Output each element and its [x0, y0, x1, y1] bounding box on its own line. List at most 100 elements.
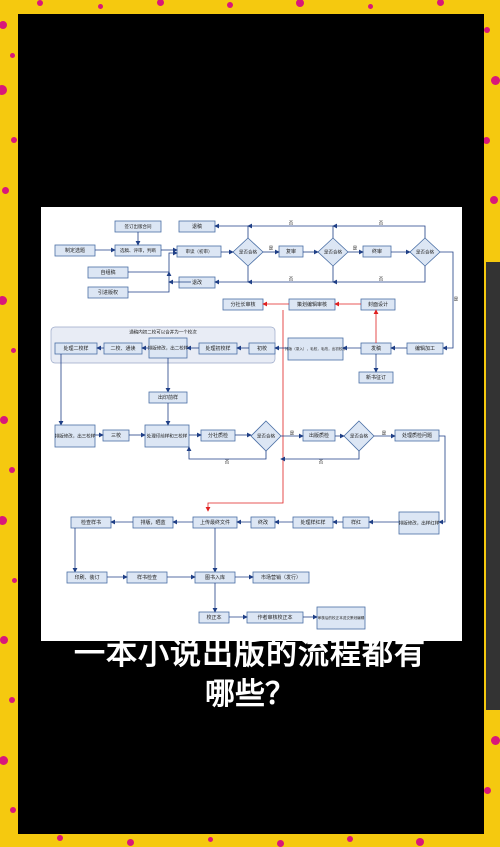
label-layout-fix: 排版修改，出样红样	[399, 520, 440, 527]
label-yes: 是	[353, 246, 358, 252]
decorative-dot	[416, 838, 424, 846]
decorative-dot	[9, 52, 15, 58]
label-restore: 排版修改，出二校样	[148, 345, 189, 352]
label-sign-check: 分社质检	[208, 432, 228, 439]
decorative-dot	[0, 755, 8, 765]
decorative-dot	[347, 836, 353, 842]
label-typeset: 排版（录入），毛校，毛改，出初校样	[285, 346, 346, 351]
box-make-topic	[54, 244, 96, 257]
decorative-dot	[0, 21, 7, 29]
decorative-dot	[484, 27, 490, 33]
label-handle-proof: 处理样红样	[300, 519, 325, 526]
decorative-dot	[296, 0, 304, 7]
label-two-proof: 二校、通读	[110, 345, 135, 352]
label-qualified-2: 是否合格	[324, 249, 342, 256]
label-quality-check: 出版质检	[309, 432, 329, 439]
label-marketing: 市场营销（发行）	[261, 574, 301, 581]
label-qualified-1: 是否合格	[239, 249, 257, 256]
label-layout: 发稿	[371, 345, 381, 352]
decorative-dot	[11, 137, 17, 143]
decorative-dot	[9, 467, 15, 473]
label-plan-review: 策划编辑审核	[297, 301, 327, 308]
box-introduced	[87, 286, 129, 299]
decorative-dot	[227, 2, 233, 8]
label-print-bind: 印刷、装订	[74, 574, 99, 581]
arrow	[247, 223, 334, 238]
label-proof-send: 出印前样	[158, 394, 178, 401]
decorative-dot	[490, 735, 500, 745]
label-upload: 上传最终文件	[200, 519, 230, 526]
label-reprint: 作者审核校正本	[257, 614, 292, 621]
decorative-dot	[10, 347, 16, 353]
label-first-proof: 处理初校样	[205, 345, 230, 352]
decorative-dot	[10, 807, 16, 813]
label-yes: 是	[454, 297, 459, 303]
arrow	[438, 435, 446, 525]
label-edit-process: 编辑加工	[415, 345, 435, 352]
label-cover-design: 封面设计	[368, 301, 388, 308]
label-return: 退稿	[192, 223, 202, 230]
arrow	[214, 223, 249, 238]
label-no: 否	[289, 277, 294, 283]
label-no: 否	[289, 221, 294, 227]
label-yes: 是	[382, 431, 387, 437]
label-self-made: 自组稿	[100, 269, 115, 276]
decorative-dot	[436, 0, 444, 6]
label-yes: 是	[290, 431, 295, 437]
decorative-dot	[483, 786, 491, 794]
label-sign-contract: 签订出版合同	[125, 223, 152, 230]
caption-line-2: 哪些？	[205, 677, 295, 712]
label-final-proof: 终改	[258, 519, 268, 526]
decorative-dot	[156, 0, 164, 6]
decorative-dot	[0, 636, 8, 644]
label-film: 排版，晒蓝	[140, 519, 165, 526]
label-pub-approval: 分社长审核	[230, 301, 255, 308]
box-layout-fix	[398, 511, 440, 535]
publishing-flowchart: .bx{fill:#dce6f4;stroke:#4a6fa5;stroke-w…	[50, 221, 459, 630]
decorative-dot	[490, 75, 500, 85]
box-edit-process	[406, 342, 444, 355]
decorative-dot	[57, 835, 63, 841]
arrow	[280, 451, 360, 462]
arrow	[128, 271, 172, 293]
arrow	[128, 250, 178, 273]
label-second-proof: 处理二校样	[63, 345, 88, 352]
arrow	[332, 223, 426, 238]
label-quality-issue: 处理质检问题	[402, 432, 432, 439]
arrow	[440, 251, 454, 351]
arrow	[214, 266, 249, 285]
decorative-dot	[482, 136, 490, 144]
arrow	[332, 266, 426, 285]
decorative-dot	[367, 3, 373, 9]
label-no: 否	[379, 221, 384, 227]
decorative-dot	[490, 196, 498, 204]
decorative-dot	[0, 416, 8, 424]
label-fix-third: 排版修改，出三校样	[55, 433, 96, 440]
label-third: 三校	[111, 432, 121, 439]
label-qualified-5: 是否合格	[350, 433, 368, 440]
label-no: 否	[319, 460, 324, 466]
label-printing-check: 检查样书	[81, 519, 101, 526]
label-new-book: 新书征订	[366, 374, 386, 381]
label-no: 否	[225, 460, 230, 466]
label-review-decide: 选稿、评审，判断	[120, 247, 156, 254]
red-arrow-down	[205, 310, 284, 512]
label-sample-check: 样书检查	[137, 574, 157, 581]
label-final-check: 终审	[372, 248, 382, 255]
label-return-mod: 退改	[192, 279, 202, 286]
decorative-dot	[0, 515, 7, 525]
label-first: 初校	[257, 345, 267, 352]
decorative-dot	[11, 577, 17, 583]
label-make-topic: 制定选题	[65, 247, 85, 254]
label-qualified-4: 是否合格	[257, 433, 275, 440]
label-archive: 审核后的校正本送交策划编辑	[318, 615, 365, 620]
decorative-dot	[97, 3, 103, 9]
label-handle-third: 处理印前样和三校样	[147, 433, 188, 440]
decorative-dot	[9, 697, 15, 703]
label-proof-copy: 校正本	[206, 614, 221, 621]
label-warehouse: 图书入库	[205, 574, 225, 581]
arrow	[186, 446, 267, 460]
decorative-dot	[126, 838, 134, 846]
flowchart-image: .bx{fill:#dce6f4;stroke:#4a6fa5;stroke-w…	[41, 207, 462, 641]
box-self-made	[87, 266, 129, 279]
